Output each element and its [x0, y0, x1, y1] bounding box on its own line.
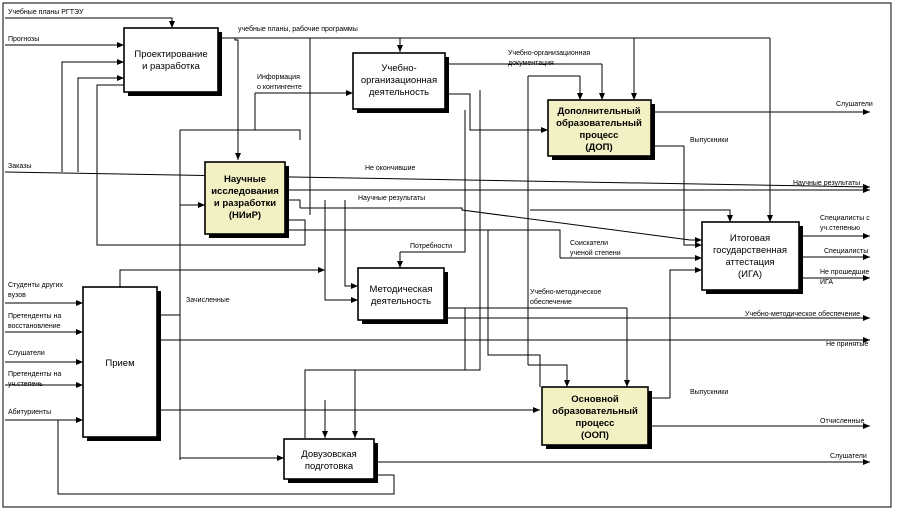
label-sci-results: Научные результаты: [358, 195, 425, 202]
label-sci-results-out: Научные результаты: [793, 180, 860, 187]
arrow-labels: Учебные планы РГТЭУ Прогнозы Заказы учеб…: [8, 8, 873, 460]
label-plans-rgtu: Учебные планы РГТЭУ: [8, 8, 84, 16]
label-orders: Заказы: [8, 163, 31, 170]
diagram-frame: [2, 2, 892, 508]
label-method-support-out: Учебно-методическое обеспечение: [745, 310, 860, 318]
connectors: [4, 17, 871, 495]
label-expelled: Отчисленные: [820, 418, 864, 425]
label-plans-programs: учебные планы, рабочие программы: [238, 25, 358, 33]
label-needs: Потребности: [410, 242, 452, 250]
svg-text:Прием: Прием: [105, 358, 134, 369]
label-not-finished: Не окончившие: [365, 165, 415, 172]
label-graduates1: Выпускники: [690, 137, 728, 144]
label-graduates2: Выпускники: [690, 389, 728, 396]
label-listeners-out1: Слушатели: [836, 101, 873, 108]
label-applicants: Абитуриенты: [8, 408, 51, 416]
label-enrolled: Зачисленные: [186, 297, 230, 304]
label-specialists: Специалисты: [824, 248, 868, 255]
label-forecasts: Прогнозы: [8, 36, 39, 43]
label-listeners-out2: Слушатели: [830, 453, 867, 460]
box-priem: Прием: [82, 286, 158, 438]
label-not-accepted: Не принятые: [826, 341, 868, 348]
label-listeners-in: Слушатели: [8, 350, 45, 357]
